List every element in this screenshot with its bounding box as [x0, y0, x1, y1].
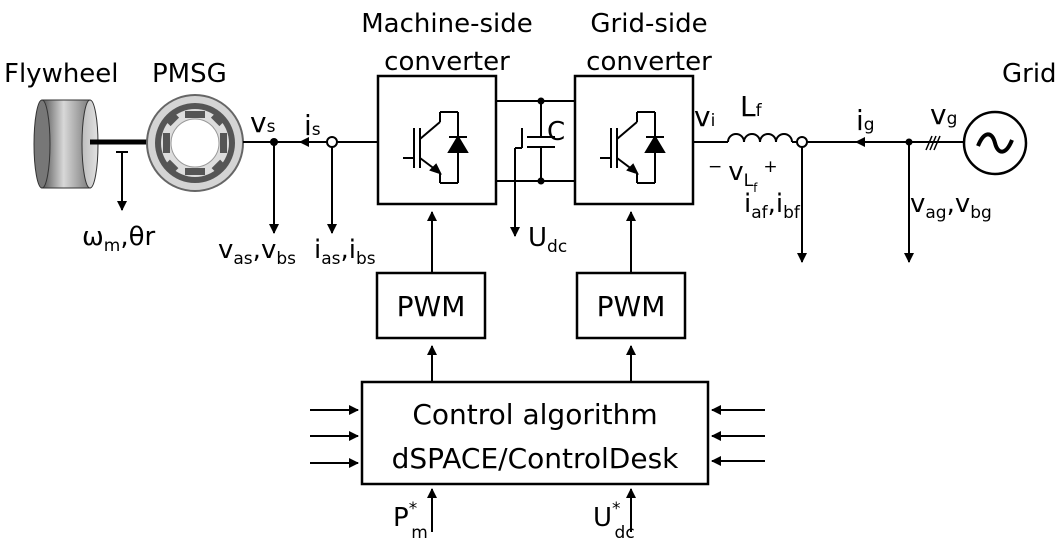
ig-label: ig [856, 104, 875, 137]
udc-label: Udc [528, 223, 567, 257]
grid-source-icon [962, 110, 1028, 176]
is-label: is [304, 109, 321, 142]
control-algorithm-box [360, 380, 710, 486]
igbt-icon-machine-side [403, 111, 469, 184]
vi-label: vi [694, 100, 715, 133]
machine-side-converter-label-2: converter [384, 47, 510, 77]
pwm-right-box [575, 271, 687, 340]
dc-voltage-sensor [510, 128, 523, 237]
vg-label: vg [930, 98, 957, 131]
udc-ref-label: U*dc [593, 499, 635, 543]
flywheel-icon [33, 99, 99, 189]
pwm-left-label: PWM [397, 290, 466, 323]
pwm-right-label: PWM [597, 290, 666, 323]
vlf-label: −vLf+ [708, 157, 778, 195]
pm-ref-label: P*m [393, 499, 428, 543]
current-sensor-is [326, 136, 338, 148]
dspace-label: dSPACE/ControlDesk [392, 442, 680, 475]
inductor-lf [727, 133, 793, 143]
grid-label: Grid [1002, 59, 1055, 89]
grid-side-converter-label-2: converter [586, 47, 712, 77]
machine-side-converter-label-1: Machine-side [361, 9, 533, 39]
pmsg-icon [146, 94, 244, 192]
lf-label: Lf [740, 90, 763, 123]
iaf-ibf-label: iaf,ibf [744, 189, 801, 223]
vag-vbg-label: vag,vbg [910, 189, 992, 223]
grid-side-converter-box [573, 74, 695, 206]
current-sensor-if [796, 136, 808, 148]
vs-label: vs [250, 106, 276, 139]
flywheel-label: Flywheel [4, 59, 119, 89]
omega-theta-label: ωm,θr [82, 222, 156, 256]
grid-side-converter-label-1: Grid-side [590, 9, 707, 39]
dc-link [496, 97, 575, 185]
machine-side-converter-box [376, 74, 498, 206]
three-phase-mark [925, 135, 941, 151]
ias-ibs-label: ias,ibs [314, 235, 376, 269]
capacitor-label: C [547, 117, 565, 147]
igbt-icon-grid-side [600, 111, 666, 184]
pwm-left-box [375, 271, 487, 340]
pmsg-label: PMSG [152, 59, 227, 89]
control-algorithm-label: Control algorithm [412, 398, 657, 431]
vas-vbs-label: vas,vbs [218, 235, 296, 269]
